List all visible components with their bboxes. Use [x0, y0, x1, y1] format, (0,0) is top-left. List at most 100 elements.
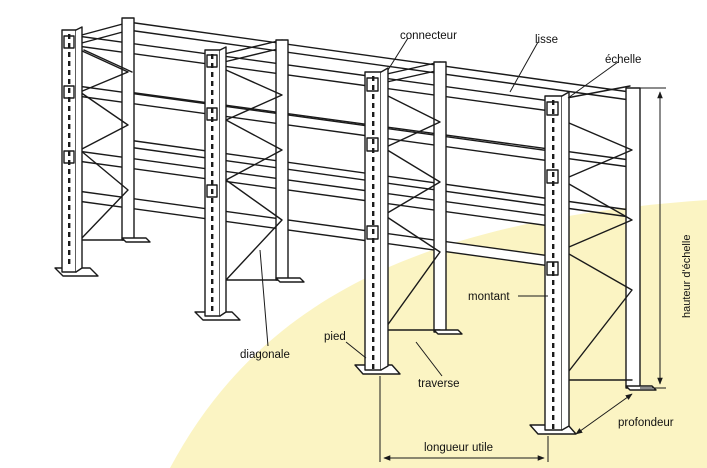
- perforation-slot: [372, 193, 375, 198]
- perforation-slot: [372, 130, 375, 135]
- perforation-slot: [552, 307, 555, 312]
- perforation-slot: [211, 234, 214, 239]
- perforation-slot: [211, 90, 214, 95]
- perforation-slot: [552, 325, 555, 330]
- label-connecteur: connecteur: [400, 30, 457, 42]
- perforation-slot: [552, 316, 555, 321]
- perforation-slot: [372, 157, 375, 162]
- perforation-slot: [552, 289, 555, 294]
- upright-perforations: [68, 34, 555, 429]
- perforation-slot: [552, 109, 555, 114]
- perforation-slot: [552, 280, 555, 285]
- perforation-slot: [68, 124, 71, 129]
- perforation-slot: [68, 187, 71, 192]
- perforation-slot: [68, 43, 71, 48]
- perforation-slot: [372, 220, 375, 225]
- perforation-slot: [552, 424, 555, 429]
- perforation-slot: [552, 208, 555, 213]
- perforation-slot: [68, 232, 71, 237]
- perforation-slot: [211, 81, 214, 86]
- perforation-slot: [211, 126, 214, 131]
- perforation-slot: [372, 229, 375, 234]
- perforation-slot: [552, 154, 555, 159]
- label-hauteur: hauteur d'échelle: [681, 235, 693, 318]
- perforation-slot: [68, 196, 71, 201]
- perforation-slot: [211, 54, 214, 59]
- perforation-slot: [552, 379, 555, 384]
- perforation-slot: [552, 172, 555, 177]
- perforation-slot: [211, 117, 214, 122]
- perforation-slot: [372, 355, 375, 360]
- perforation-slot: [552, 199, 555, 204]
- perforation-slot: [372, 103, 375, 108]
- perforation-slot: [372, 175, 375, 180]
- perforation-slot: [552, 217, 555, 222]
- perforation-slot: [211, 153, 214, 158]
- perforation-slot: [211, 297, 214, 302]
- perforation-slot: [552, 334, 555, 339]
- perforation-slot: [372, 283, 375, 288]
- perforation-slot: [372, 364, 375, 369]
- perforation-slot: [211, 252, 214, 257]
- perforation-slot: [372, 184, 375, 189]
- perforation-slot: [372, 247, 375, 252]
- perforation-slot: [211, 216, 214, 221]
- perforation-slot: [211, 243, 214, 248]
- perforation-slot: [211, 180, 214, 185]
- perforation-slot: [68, 79, 71, 84]
- perforation-slot: [211, 261, 214, 266]
- perforation-slot: [552, 397, 555, 402]
- perforation-slot: [552, 181, 555, 186]
- perforation-slot: [372, 202, 375, 207]
- perforation-slot: [552, 343, 555, 348]
- perforation-slot: [372, 310, 375, 315]
- perforation-slot: [552, 244, 555, 249]
- perforation-slot: [372, 148, 375, 153]
- perforation-slot: [552, 253, 555, 258]
- perforation-slot: [68, 70, 71, 75]
- perforation-slot: [211, 225, 214, 230]
- perforation-slot: [372, 94, 375, 99]
- label-traverse: traverse: [418, 378, 460, 390]
- perforation-slot: [552, 262, 555, 267]
- perforation-slot: [68, 97, 71, 102]
- perforation-slot: [552, 370, 555, 375]
- label-profondeur: profondeur: [618, 417, 674, 429]
- perforation-slot: [68, 241, 71, 246]
- perforation-slot: [68, 142, 71, 147]
- perforation-slot: [372, 346, 375, 351]
- perforation-slot: [372, 121, 375, 126]
- perforation-slot: [372, 292, 375, 297]
- perforation-slot: [552, 298, 555, 303]
- perforation-slot: [552, 352, 555, 357]
- perforation-slot: [211, 270, 214, 275]
- label-montant: montant: [468, 291, 510, 303]
- dimension-lines: [379, 87, 666, 462]
- perforation-slot: [372, 85, 375, 90]
- perforation-slot: [372, 211, 375, 216]
- perforation-slot: [211, 144, 214, 149]
- perforation-slot: [68, 61, 71, 66]
- label-echelle: échelle: [605, 54, 641, 66]
- perforation-slot: [372, 166, 375, 171]
- label-lisse: lisse: [535, 34, 558, 46]
- perforation-slot: [68, 52, 71, 57]
- perforation-slot: [372, 274, 375, 279]
- perforation-slot: [68, 259, 71, 264]
- perforation-slot: [372, 76, 375, 81]
- perforation-slot: [68, 178, 71, 183]
- perforation-slot: [372, 337, 375, 342]
- perforation-slot: [372, 265, 375, 270]
- perforation-slot: [552, 406, 555, 411]
- perforation-slot: [68, 106, 71, 111]
- perforation-slot: [372, 139, 375, 144]
- perforation-slot: [552, 235, 555, 240]
- perforation-slot: [552, 388, 555, 393]
- perforation-slot: [552, 118, 555, 123]
- perforation-slot: [372, 256, 375, 261]
- perforation-slot: [211, 198, 214, 203]
- perforation-slot: [68, 169, 71, 174]
- perforation-slot: [68, 115, 71, 120]
- label-diagonale: diagonale: [240, 349, 290, 361]
- perforation-slot: [68, 223, 71, 228]
